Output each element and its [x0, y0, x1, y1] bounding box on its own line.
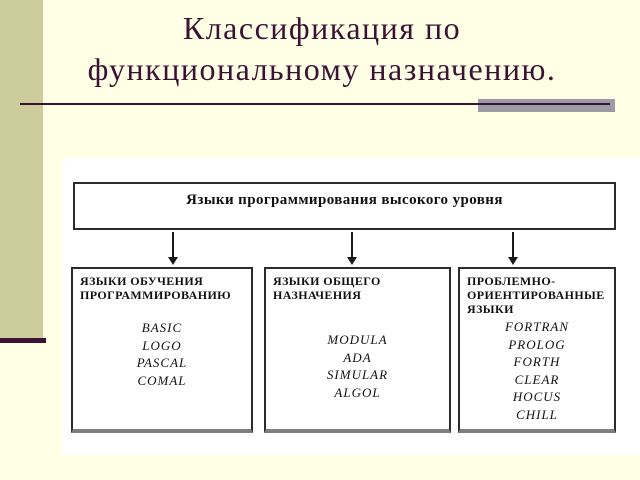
branch-box-problem-oriented-languages: ПРОБЛЕМНО-ОРИЕНТИРОВАННЫЕ ЯЗЫКИ FORTRAN … [458, 267, 616, 433]
branch-heading: ЯЗЫКИ ОБУЧЕНИЯ ПРОГРАММИРОВАНИЮ [80, 274, 232, 302]
language-list: FORTRAN PROLOG FORTH CLEAR HOCUS CHILL [460, 318, 614, 423]
slide-title-line-1: Классификация по [182, 10, 462, 46]
arrow-head [168, 257, 178, 265]
root-box-label: Языки программирования высокого уровня [186, 192, 503, 208]
accent-stripe [0, 0, 43, 338]
language-item: PASCAL [136, 355, 188, 370]
slide-title: Классификация по функциональному назначе… [14, 8, 630, 90]
language-item: CLEAR [514, 371, 560, 387]
language-item: HOCUS [512, 389, 562, 404]
branch-box-teaching-languages: ЯЗЫКИ ОБУЧЕНИЯ ПРОГРАММИРОВАНИЮ BASIC LO… [71, 267, 253, 433]
accent-stripe-rule [0, 338, 46, 343]
arrow-shaft [172, 232, 174, 257]
language-item: CHILL [516, 406, 558, 422]
language-item: FORTRAN [504, 319, 570, 334]
language-item: PROLOG [508, 336, 566, 352]
arrow-shaft [351, 232, 353, 257]
title-underline-rule [20, 103, 610, 105]
language-list: MODULA ADA SIMULAR ALGOL [266, 331, 449, 401]
branch-heading: ЯЗЫКИ ОБЩЕГО НАЗНАЧЕНИЯ [273, 274, 381, 302]
language-item: COMAL [137, 372, 187, 388]
language-list: BASIC LOGO PASCAL COMAL [73, 319, 251, 389]
arrow-head [508, 257, 518, 265]
branch-box-general-purpose-languages: ЯЗЫКИ ОБЩЕГО НАЗНАЧЕНИЯ MODULA ADA SIMUL… [264, 267, 451, 433]
branch-heading: ПРОБЛЕМНО-ОРИЕНТИРОВАННЫЕ ЯЗЫКИ [467, 274, 605, 316]
slide-title-line-2: функциональному назначению. [87, 51, 557, 87]
arrow-head [347, 257, 357, 265]
arrow-shaft [512, 232, 514, 257]
language-item: ADA [343, 349, 372, 365]
root-box: Языки программирования высокого уровня [73, 182, 616, 230]
language-item: LOGO [142, 337, 182, 353]
language-item: BASIC [141, 320, 183, 335]
arrow-down-icon [167, 232, 179, 265]
language-item: SIMULAR [326, 367, 389, 382]
language-item: FORTH [513, 354, 561, 369]
language-item: ALGOL [334, 384, 381, 400]
arrow-down-icon [507, 232, 519, 265]
arrow-down-icon [346, 232, 358, 265]
language-item: MODULA [327, 332, 388, 347]
title-accent-bar [478, 99, 615, 112]
